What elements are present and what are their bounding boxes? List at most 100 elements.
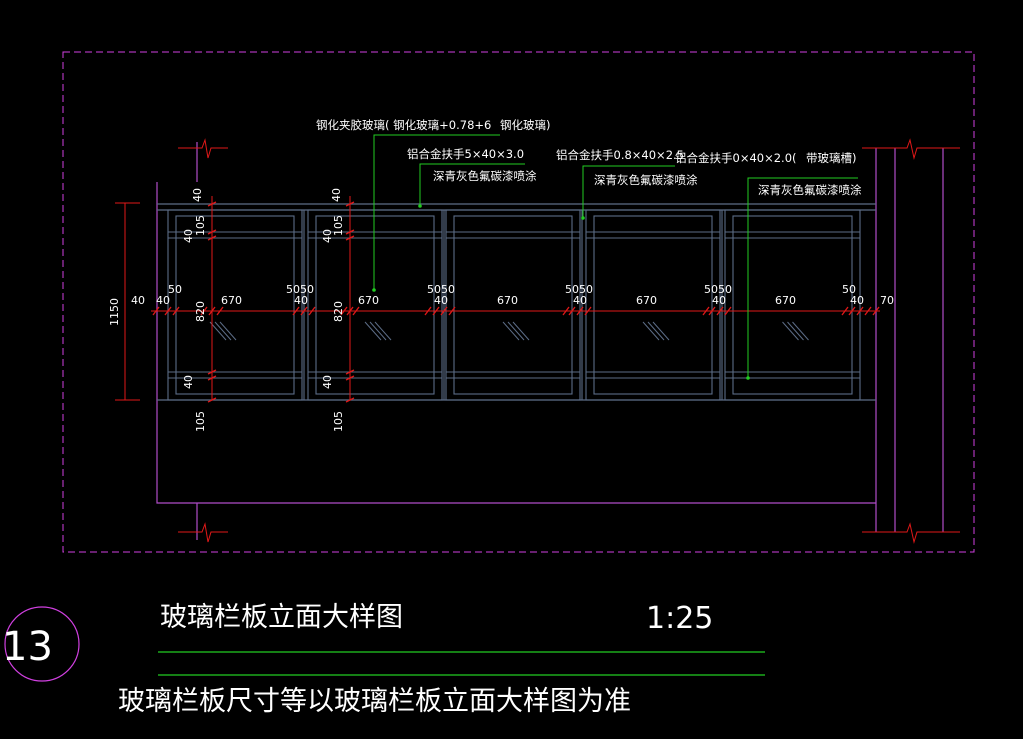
dim-105-bot-2: 105 bbox=[332, 411, 345, 432]
dim-tick bbox=[856, 306, 864, 316]
dim-tick bbox=[172, 306, 180, 316]
dim-tick bbox=[308, 306, 316, 316]
dim-tick bbox=[345, 369, 355, 375]
leader-dots bbox=[372, 204, 750, 380]
dim-tick bbox=[841, 306, 849, 316]
handrail-annotation-3a: 铝合金扶手0×40×2.0( bbox=[675, 151, 797, 165]
glass-hatch bbox=[364, 321, 392, 341]
glass-hatch bbox=[502, 321, 530, 341]
dimension-ticks bbox=[152, 201, 880, 403]
dim-tick bbox=[164, 306, 172, 316]
finish-annotation-1: 深青灰色氟碳漆喷涂 bbox=[433, 169, 537, 183]
dim-tick bbox=[207, 375, 217, 381]
glass-panel bbox=[167, 209, 305, 401]
glass-panel bbox=[307, 209, 445, 401]
dim-label: 670 bbox=[497, 294, 518, 307]
dim-tick bbox=[724, 306, 732, 316]
dim-tick bbox=[152, 306, 160, 316]
dim-tick bbox=[207, 369, 217, 375]
dim-tick bbox=[207, 229, 217, 235]
dimension-lines bbox=[115, 196, 880, 401]
dim-tick bbox=[424, 306, 432, 316]
dim-label: 5050 bbox=[427, 283, 455, 296]
dim-label: 5050 bbox=[286, 283, 314, 296]
dim-tick bbox=[562, 306, 570, 316]
dim-tick bbox=[448, 306, 456, 316]
finish-annotation-2: 深青灰色氟碳漆喷涂 bbox=[594, 173, 698, 187]
dim-820-2: 820 bbox=[332, 301, 345, 322]
dim-tick bbox=[216, 306, 224, 316]
handrail-annotation-2: 铝合金扶手0.8×40×2.5 bbox=[556, 148, 684, 162]
dim-40-left: 40 bbox=[131, 294, 145, 307]
dim-820-1: 820 bbox=[194, 301, 207, 322]
dim-label: 40 bbox=[294, 294, 308, 307]
dim-label: 670 bbox=[221, 294, 242, 307]
dim-label: 5050 bbox=[704, 283, 732, 296]
dim-tick bbox=[345, 235, 355, 241]
glass-hatch bbox=[782, 321, 809, 341]
dim-40-mid-2: 40 bbox=[321, 229, 334, 243]
dim-1150: 1150 bbox=[108, 298, 121, 326]
dim-label: 40 bbox=[712, 294, 726, 307]
dim-tick bbox=[207, 235, 217, 241]
dim-tick bbox=[716, 306, 724, 316]
dim-tick bbox=[432, 306, 440, 316]
dim-label: 50 bbox=[842, 283, 856, 296]
leader-lines bbox=[373, 134, 858, 378]
dim-label: 5050 bbox=[565, 283, 593, 296]
glass-panel bbox=[585, 209, 723, 401]
dim-tick bbox=[872, 306, 880, 316]
dim-tick bbox=[864, 306, 872, 316]
dim-label: 40 bbox=[156, 294, 170, 307]
dim-tick bbox=[200, 306, 208, 316]
dim-tick bbox=[207, 397, 217, 403]
dim-label: 670 bbox=[636, 294, 657, 307]
glass-annotation-2: 钢化玻璃) bbox=[500, 118, 551, 132]
dim-105-bot-1: 105 bbox=[194, 411, 207, 432]
glass-panels bbox=[167, 209, 861, 401]
dim-tick bbox=[345, 201, 355, 207]
dim-tick bbox=[352, 306, 360, 316]
dim-tick bbox=[208, 306, 216, 316]
dim-tick bbox=[568, 306, 576, 316]
dim-tick bbox=[207, 201, 217, 207]
break-symbols bbox=[178, 138, 960, 544]
dim-tick bbox=[340, 306, 348, 316]
drawing-scale: 1:25 bbox=[646, 601, 713, 636]
dim-tick bbox=[345, 375, 355, 381]
dim-label: 40 bbox=[850, 294, 864, 307]
dim-tick bbox=[584, 306, 592, 316]
dim-40-bot-2: 40 bbox=[321, 375, 334, 389]
glass-hatch bbox=[642, 321, 670, 341]
dim-tick bbox=[345, 397, 355, 403]
dim-40-top-1: 40 bbox=[191, 188, 204, 202]
glass-annotation-1: 钢化夹胶玻璃( 钢化玻璃+0.78+6 bbox=[316, 118, 491, 132]
detail-number-circle bbox=[4, 606, 80, 682]
dim-tick bbox=[300, 306, 308, 316]
dim-tick bbox=[848, 306, 856, 316]
dim-105-top-1: 105 bbox=[194, 215, 207, 236]
dashed-border bbox=[62, 51, 975, 553]
glass-hatch bbox=[209, 321, 237, 341]
dim-40-mid-1: 40 bbox=[182, 229, 195, 243]
dim-tick bbox=[702, 306, 710, 316]
dim-105-top-2: 105 bbox=[332, 215, 345, 236]
dim-label: 50 bbox=[168, 283, 182, 296]
dim-tick bbox=[576, 306, 584, 316]
drawing-title: 玻璃栏板立面大样图 bbox=[160, 602, 403, 633]
handrail-annotation-3b: 带玻璃槽) bbox=[806, 151, 857, 165]
dim-label: 40 bbox=[573, 294, 587, 307]
railing-outline bbox=[156, 142, 944, 540]
dim-label: 670 bbox=[358, 294, 379, 307]
dim-40-top-2: 40 bbox=[330, 188, 343, 202]
dim-tick bbox=[708, 306, 716, 316]
dim-label: 670 bbox=[775, 294, 796, 307]
dim-label: 40 bbox=[434, 294, 448, 307]
dim-tick bbox=[346, 306, 354, 316]
dim-tick bbox=[345, 229, 355, 235]
handrail-annotation-1: 铝合金扶手5×40×3.0 bbox=[407, 147, 524, 161]
dim-70: 70 bbox=[880, 294, 894, 307]
drawing-note: 玻璃栏板尺寸等以玻璃栏板立面大样图为准 bbox=[118, 686, 631, 717]
dim-tick bbox=[440, 306, 448, 316]
